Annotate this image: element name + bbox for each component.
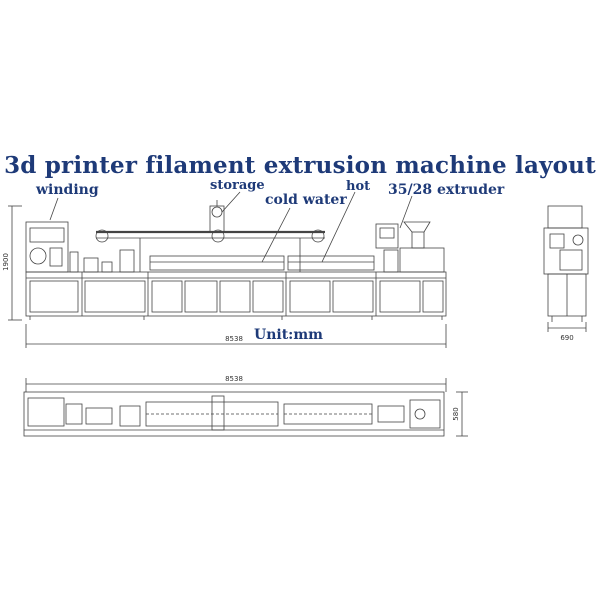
dim-height: 1900 bbox=[2, 253, 10, 271]
callout-hot bbox=[321, 191, 356, 263]
winder-body bbox=[25, 221, 69, 273]
diagram-title: 3d printer filament extrusion machine la… bbox=[4, 152, 596, 179]
dim-length-front: 8538 bbox=[225, 335, 243, 343]
top-view-extruder bbox=[377, 405, 405, 423]
callout-storage bbox=[221, 191, 241, 213]
top-view-outline bbox=[23, 391, 445, 437]
hot-water-tank bbox=[287, 255, 375, 271]
label-hot: hot bbox=[346, 179, 371, 194]
label-extruder: 35/28 extruder bbox=[388, 182, 505, 198]
extruder-body bbox=[399, 247, 445, 273]
top-view-winder bbox=[27, 397, 65, 427]
cold-water-tank bbox=[149, 255, 285, 271]
callout-winding bbox=[49, 197, 59, 221]
label-storage: storage bbox=[210, 178, 265, 193]
cabinet-base bbox=[25, 271, 447, 317]
callout-cold-water bbox=[261, 207, 291, 263]
label-cold-water: cold water bbox=[265, 192, 347, 208]
extruder-panel bbox=[375, 223, 399, 249]
dim-width-side: 690 bbox=[560, 334, 573, 342]
top-view-hot-tank bbox=[283, 403, 373, 425]
label-unit: Unit:mm bbox=[254, 327, 323, 343]
side-view-top bbox=[547, 205, 583, 229]
dim-width-top: 580 bbox=[452, 407, 460, 420]
callout-extruder bbox=[399, 195, 413, 229]
label-winding: winding bbox=[36, 182, 99, 198]
dim-length-top: 8538 bbox=[225, 375, 243, 383]
